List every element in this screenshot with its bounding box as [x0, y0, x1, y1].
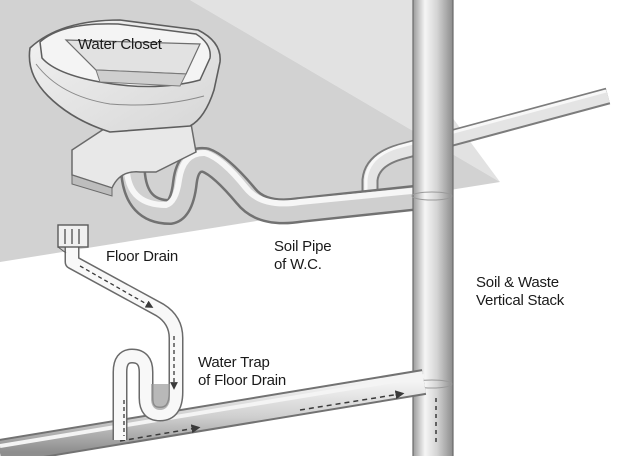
floor-drain-pipe — [64, 240, 184, 440]
label-soil-pipe-line1: Soil Pipe — [274, 238, 332, 255]
label-vertical-stack: Soil & Waste Vertical Stack — [476, 274, 564, 310]
floor-drain-grate — [57, 224, 89, 254]
water-closet — [28, 19, 221, 197]
upper-branch-pipe — [361, 87, 611, 195]
label-trap-line1: Water Trap — [198, 354, 270, 371]
drain-flow-arrow-2 — [119, 424, 201, 442]
label-water-closet: Water Closet — [78, 36, 162, 53]
lower-drain-pipe — [0, 369, 427, 461]
label-stack-line2: Vertical Stack — [476, 292, 565, 309]
label-stack-line1: Soil & Waste — [476, 274, 559, 291]
drain-flow-arrow — [299, 390, 405, 411]
label-floor-drain: Floor Drain — [106, 248, 178, 265]
label-soil-pipe-line2: of W.C. — [274, 256, 322, 273]
label-water-trap: Water Trap of Floor Drain — [198, 354, 286, 390]
label-soil-pipe: Soil Pipe of W.C. — [274, 238, 332, 274]
label-trap-line2: of Floor Drain — [198, 372, 287, 389]
